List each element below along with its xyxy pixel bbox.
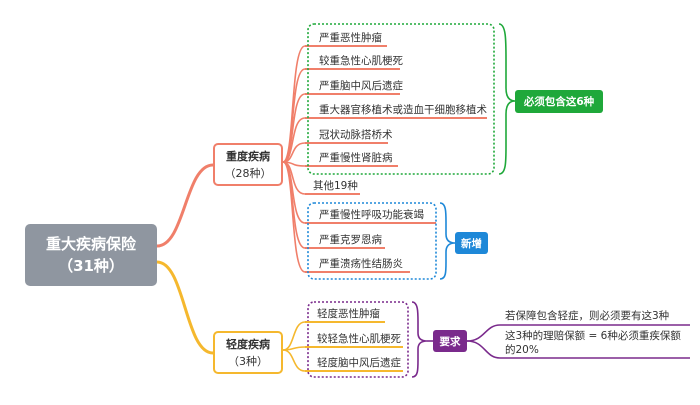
major-count: （28种） — [224, 166, 272, 180]
new-brace — [439, 202, 456, 280]
must-item: 严重脑中风后遗症 — [319, 80, 403, 92]
must-item: 较重急性心肌梗死 — [319, 55, 403, 67]
must-include-tag: 必须包含这6种 — [515, 90, 603, 113]
requirement-note: 这3种的理赔保额 = 6种必须重疾保额的20% — [505, 330, 681, 356]
new-item: 严重克罗恩病 — [319, 234, 382, 246]
major-title: 重度疾病 — [226, 149, 270, 163]
new-item: 严重溃疡性结肠炎 — [319, 258, 403, 270]
root-node: 重大疾病保险 （31种） — [25, 224, 157, 286]
must-item: 重大器官移植术或造血干细胞移植术 — [319, 104, 487, 116]
must-brace — [498, 23, 516, 175]
requirement-note: 若保障包含轻症，则必须要有这3种 — [505, 310, 670, 322]
minor-title: 轻度疾病 — [226, 337, 270, 351]
minor-underlines — [305, 321, 403, 372]
root-count: （31种） — [58, 257, 124, 275]
major-underlines — [305, 45, 487, 273]
new-added-tag: 新增 — [455, 232, 488, 254]
new-item: 严重慢性呼吸功能衰竭 — [319, 209, 424, 221]
minor-item: 较轻急性心肌梗死 — [317, 333, 401, 345]
minor-group-box — [307, 301, 409, 378]
requirement-tag: 要求 — [433, 330, 467, 352]
must-group-box — [307, 23, 495, 175]
root-major-link — [156, 163, 214, 248]
root-minor-link — [156, 260, 214, 355]
must-item: 严重恶性肿瘤 — [319, 32, 382, 44]
major-branches — [282, 45, 306, 273]
minor-count: （3种） — [228, 354, 268, 368]
minor-branches — [282, 321, 306, 372]
minor-brace — [411, 301, 428, 378]
minor-item: 轻度恶性肿瘤 — [317, 308, 380, 320]
minor-item: 轻度脑中风后遗症 — [317, 357, 401, 369]
root-title: 重大疾病保险 — [45, 235, 136, 253]
other-item: 其他19种 — [313, 180, 358, 192]
req-branches — [466, 324, 690, 359]
new-group-box — [307, 202, 437, 280]
must-item: 严重慢性肾脏病 — [319, 152, 393, 164]
must-item: 冠状动脉搭桥术 — [319, 129, 393, 141]
minor-disease-node: 轻度疾病 （3种） — [213, 331, 283, 374]
major-disease-node: 重度疾病 （28种） — [213, 143, 283, 186]
